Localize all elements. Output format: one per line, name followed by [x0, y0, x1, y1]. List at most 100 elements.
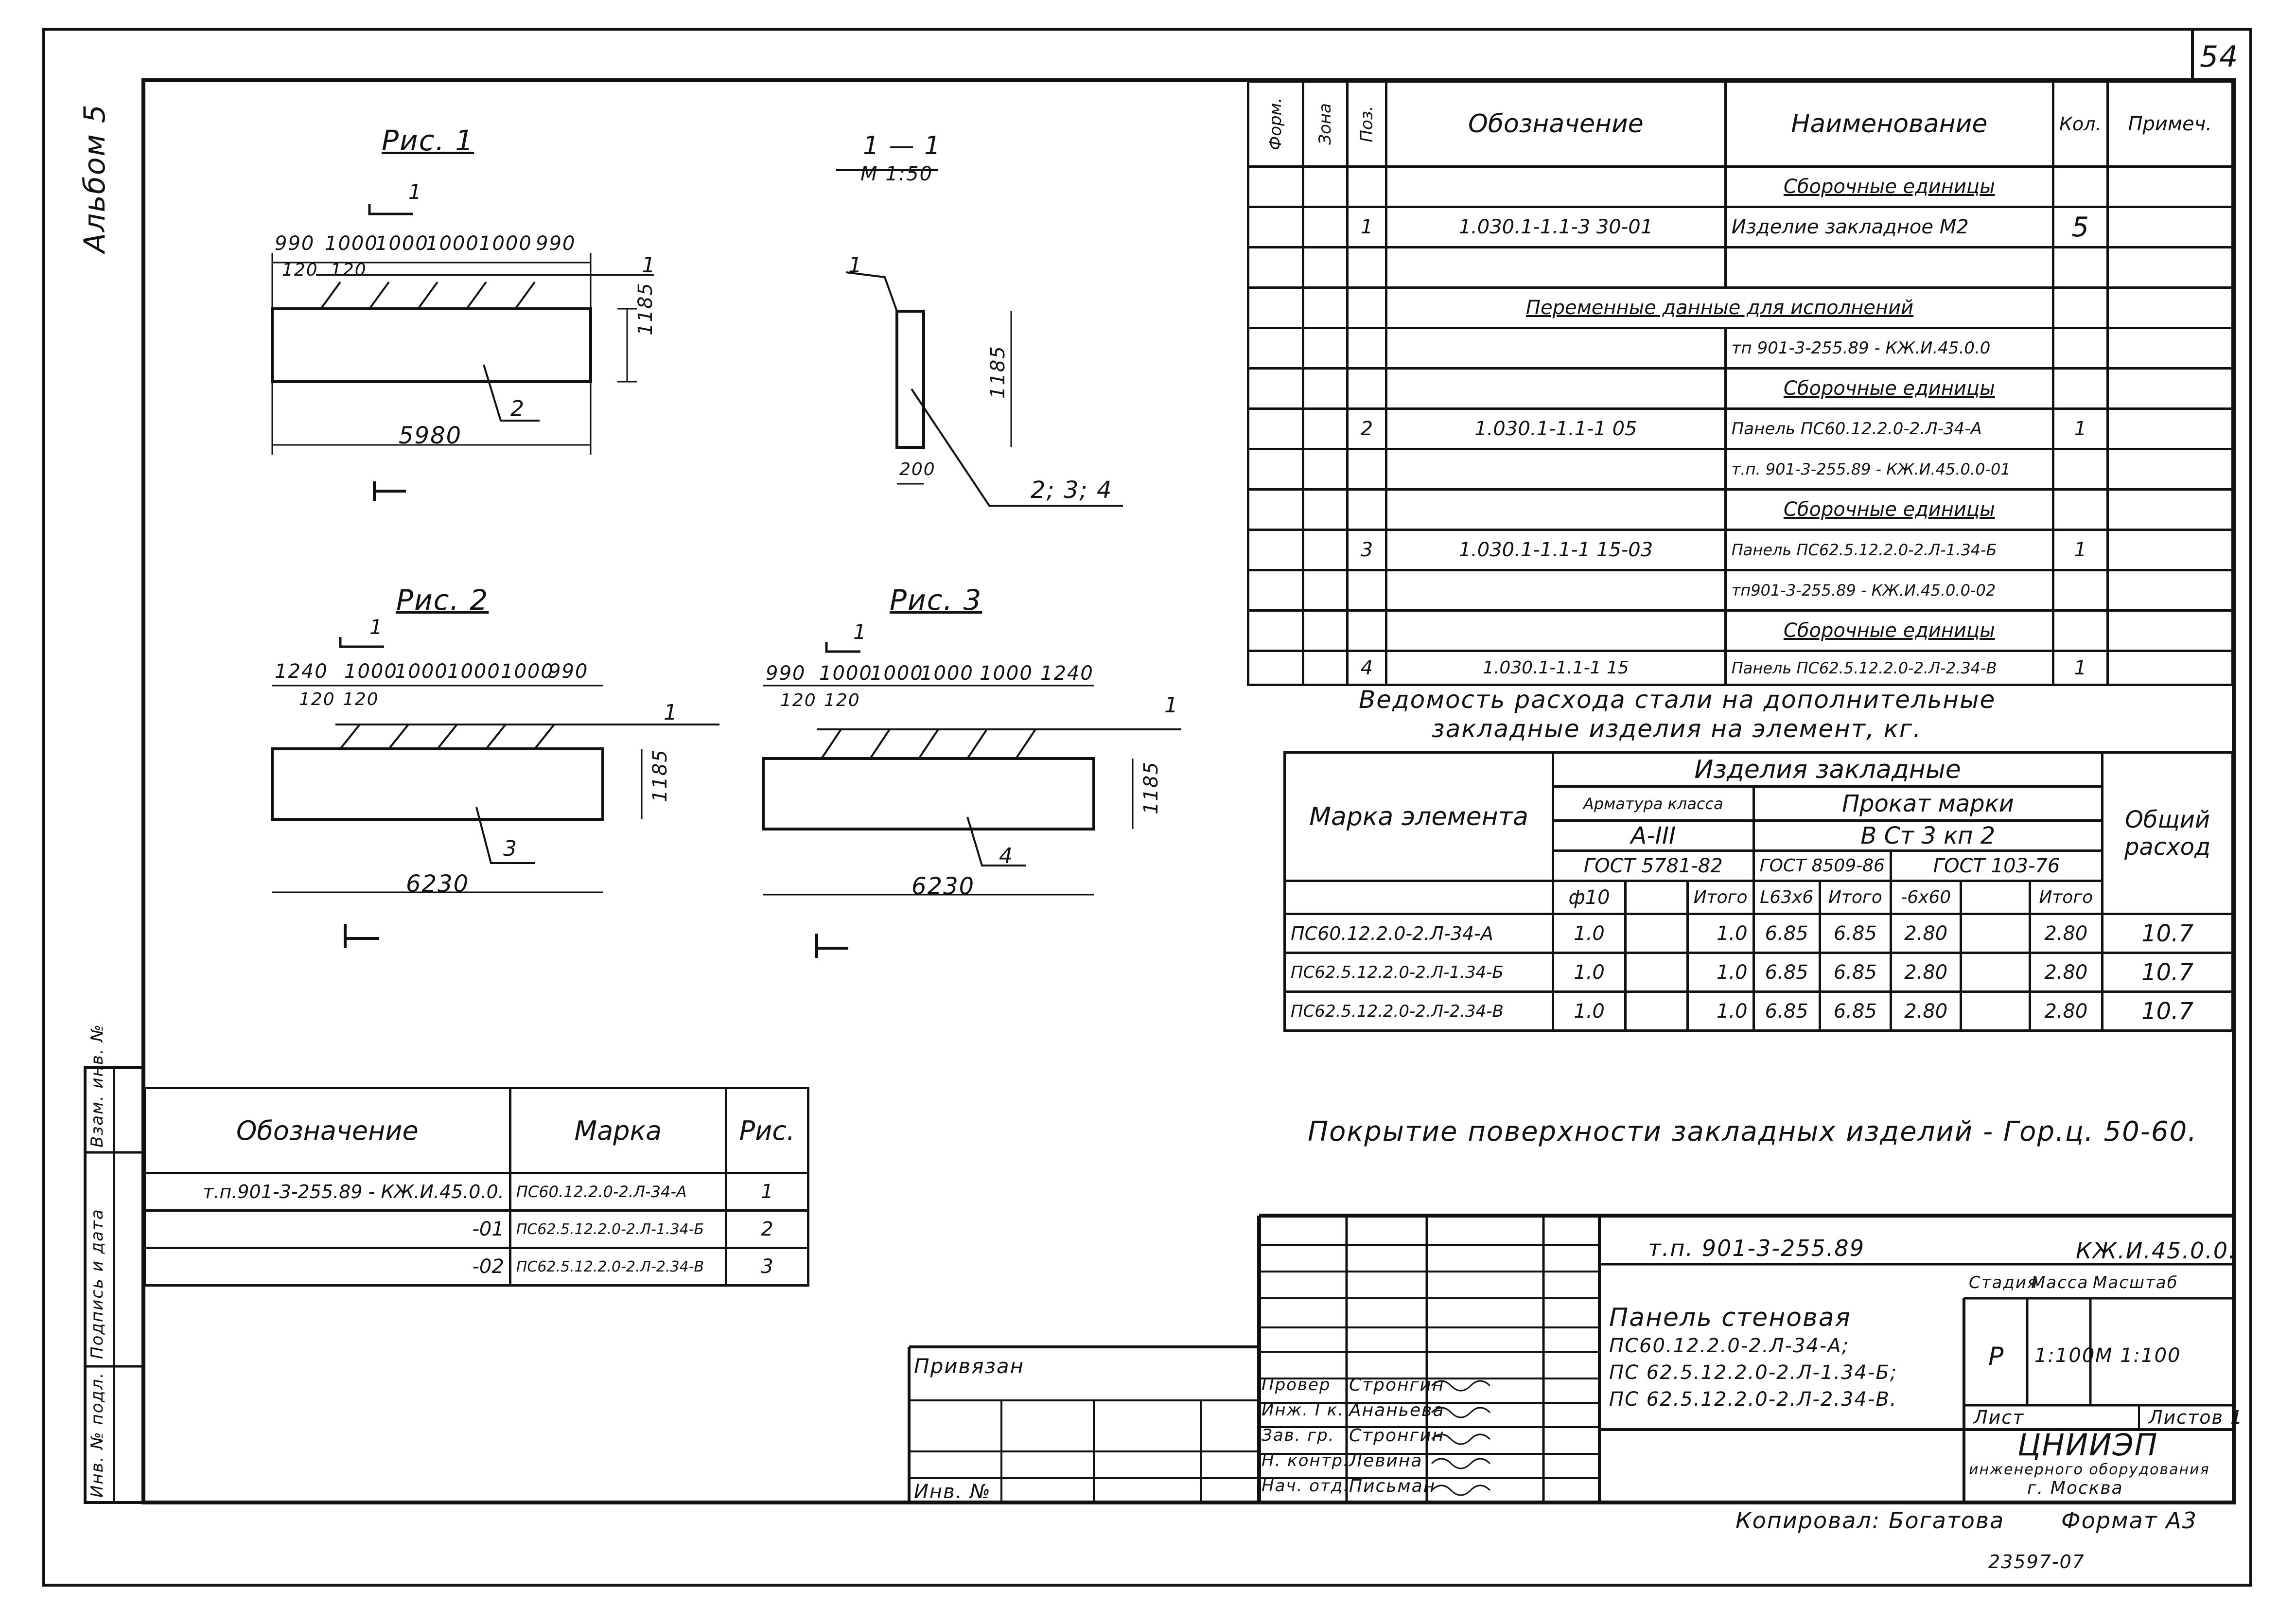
steel-header-gost1: ГОСТ 5781-82	[1552, 849, 1755, 882]
signature	[1431, 1484, 1491, 1496]
section11-pos-panels: 2; 3; 4	[1031, 477, 1113, 504]
spec-row: Переменные данные для исполнений	[1246, 286, 2234, 329]
side-stamp-sign: Подпись и дата	[88, 1208, 107, 1359]
inner-frame	[141, 78, 2236, 1504]
fig3-dim-4: 1000	[980, 662, 1033, 685]
steel-header-rolled: Прокат марки	[1752, 785, 2104, 822]
spec-header-note: Примеч.	[2106, 80, 2234, 168]
spec-header-designation: Обозначение	[1385, 80, 1727, 168]
spec-heading: Сборочные единицы	[1724, 165, 2054, 208]
fig3-dim-0: 990	[766, 662, 806, 685]
fig2-pos-item: 1	[664, 700, 678, 725]
steel-header-gost3: ГОСТ 103-76	[1889, 849, 2104, 882]
steel-col-header	[1624, 880, 1689, 915]
fig2-length: 6230	[406, 870, 470, 898]
fig3-pos-panel: 4	[999, 844, 1014, 868]
fig3-title: Рис. 3	[890, 583, 982, 617]
tb-mass-header: Масса	[2031, 1273, 2089, 1292]
steel-header-total: Общий расход	[2101, 751, 2234, 915]
fig2-drawing	[271, 637, 719, 948]
fig2-dim-5: 990	[548, 660, 589, 683]
copied-by: Копировал: Богатова	[1735, 1507, 2005, 1534]
tb-name-2: ПС60.12.2.0-2.Л-34-А;	[1609, 1335, 1850, 1357]
spec-table: Форм. Зона Поз. Обозначение Наименование…	[1246, 80, 2234, 686]
spec-row	[1246, 246, 2234, 289]
tb-mass: 1:100	[2034, 1344, 2096, 1367]
steel-header-products: Изделия закладные	[1552, 751, 2104, 788]
fig3-subdim-0: 120	[780, 690, 817, 710]
tb-inv: Инв. №	[914, 1481, 991, 1503]
spec-row: тп901-3-255.89 - КЖ.И.45.0.0-02	[1246, 569, 2234, 612]
spec-header-name: Наименование	[1724, 80, 2054, 168]
section11-pos-item: 1	[848, 253, 863, 278]
fig1-subdim-0: 120	[282, 260, 318, 280]
steel-col-header: Итого	[2028, 880, 2104, 915]
fig2-section-mark: 1	[369, 615, 384, 639]
variants-row: т.п.901-3-255.89 - КЖ.И.45.0.0. ПС60.12.…	[143, 1172, 810, 1212]
steel-col-header: L63х6	[1752, 880, 1821, 915]
stamp-number: 23597-07	[1988, 1551, 2085, 1573]
tb-bound: Привязан	[914, 1354, 1025, 1378]
fig1-title: Рис. 1	[382, 124, 474, 157]
tb-person: Письман	[1349, 1476, 1436, 1496]
spec-row: Сборочные единицы	[1246, 609, 2234, 652]
steel-title-2: закладные изделия на элемент, кг.	[1432, 715, 1922, 743]
fig3-height: 1185	[1140, 761, 1162, 814]
variants-header-fig: Рис.	[724, 1087, 810, 1174]
tb-stage: Р	[1988, 1342, 2005, 1371]
variants-row: -02 ПС62.5.12.2.0-2.Л-2.34-В 3	[143, 1247, 810, 1287]
variants-table: Обозначение Марка Рис. т.п.901-3-255.89 …	[143, 1087, 810, 1287]
tb-name-1: Панель стеновая	[1609, 1303, 1851, 1332]
tb-project-code: т.п. 901-3-255.89	[1648, 1235, 1865, 1261]
spec-row: Сборочные единицы	[1246, 488, 2234, 531]
fig1-dim-0: 990	[275, 232, 315, 255]
steel-col-header: Итого	[1818, 880, 1892, 915]
spec-header-pos: Поз.	[1357, 106, 1377, 142]
side-stamp-replace: Взам. инв. №	[88, 1024, 107, 1148]
spec-row: тп 901-3-255.89 - КЖ.И.45.0.0	[1246, 327, 2234, 370]
fig3-subdim-1: 120	[824, 690, 860, 710]
spec-row: Сборочные единицы	[1246, 165, 2234, 208]
tb-org-line2: инженерного оборудования	[1969, 1461, 2210, 1478]
fig3-dim-1: 1000	[819, 662, 873, 685]
fig3-length: 6230	[911, 873, 975, 900]
fig2-dim-3: 1000	[447, 660, 501, 683]
fig3-dim-3: 1000	[920, 662, 974, 685]
steel-col-header: -6х60	[1889, 880, 1963, 915]
spec-header-zone: Зона	[1315, 103, 1335, 145]
outer-frame	[42, 28, 2252, 1587]
section11-title: 1 — 1	[863, 131, 942, 160]
steel-header-class: А-III	[1552, 819, 1755, 852]
fig2-dim-2: 1000	[395, 660, 448, 683]
steel-header-gost2: ГОСТ 8509-86	[1752, 849, 1892, 882]
fig1-dim-3: 1000	[426, 232, 479, 255]
fig2-subdim-1: 120	[343, 689, 379, 709]
album-label: Альбом 5	[78, 104, 112, 253]
tb-name-4: ПС 62.5.12.2.0-2.Л-2.34-В.	[1609, 1388, 1897, 1411]
tb-scale-header: Масштаб	[2093, 1273, 2178, 1292]
fig3-pos-item: 1	[1164, 693, 1179, 718]
signature	[1431, 1458, 1491, 1469]
fig3-drawing	[762, 642, 1181, 958]
fig1-subdim-1: 120	[331, 260, 367, 280]
fig2-height: 1185	[649, 749, 671, 802]
fig1-length: 5980	[399, 422, 462, 449]
spec-header-form: Форм.	[1266, 97, 1286, 151]
tb-role: Инж. I к.	[1262, 1400, 1345, 1420]
spec-row: т.п. 901-3-255.89 - КЖ.И.45.0.0-01	[1246, 448, 2234, 491]
steel-col-header	[1960, 880, 2031, 915]
tb-person: Левина	[1349, 1451, 1423, 1471]
tb-role: Провер	[1262, 1375, 1331, 1395]
fig2-dim-1: 1000	[344, 660, 398, 683]
section11-height: 1185	[987, 345, 1009, 399]
fig2-dim-4: 1000	[501, 660, 554, 683]
spec-variable-data: Переменные данные для исполнений	[1385, 286, 2054, 329]
tb-person: Стронгин	[1349, 1426, 1445, 1446]
fig2-dim-0: 1240	[275, 660, 328, 683]
side-stamp-inv: Инв. № подл.	[88, 1372, 107, 1498]
